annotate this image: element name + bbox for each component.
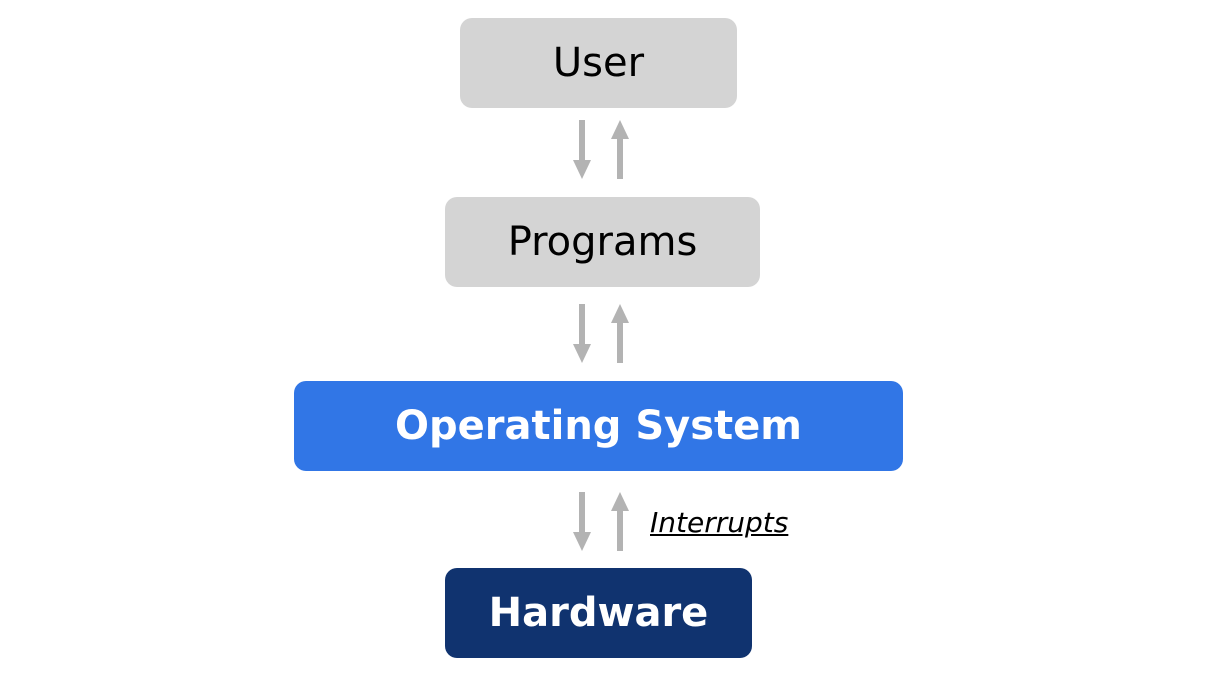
programs-box: Programs (445, 197, 760, 287)
up-arrow (611, 120, 629, 179)
operating-system-box: Operating System (294, 381, 903, 471)
down-arrow (573, 120, 591, 179)
interrupts-label: Interrupts (650, 506, 789, 539)
user-programs-arrows (573, 120, 629, 179)
down-arrow (573, 304, 591, 363)
user-label: User (552, 40, 645, 86)
programs-label: Programs (507, 219, 698, 265)
hardware-label: Hardware (488, 590, 709, 636)
up-arrow (611, 304, 629, 363)
user-box: User (460, 18, 737, 108)
up-arrow (611, 492, 629, 551)
os-hardware-arrows (573, 492, 629, 551)
programs-os-arrows (573, 304, 629, 363)
down-arrow (573, 492, 591, 551)
hardware-box: Hardware (445, 568, 752, 658)
operating-system-label: Operating System (395, 403, 802, 449)
